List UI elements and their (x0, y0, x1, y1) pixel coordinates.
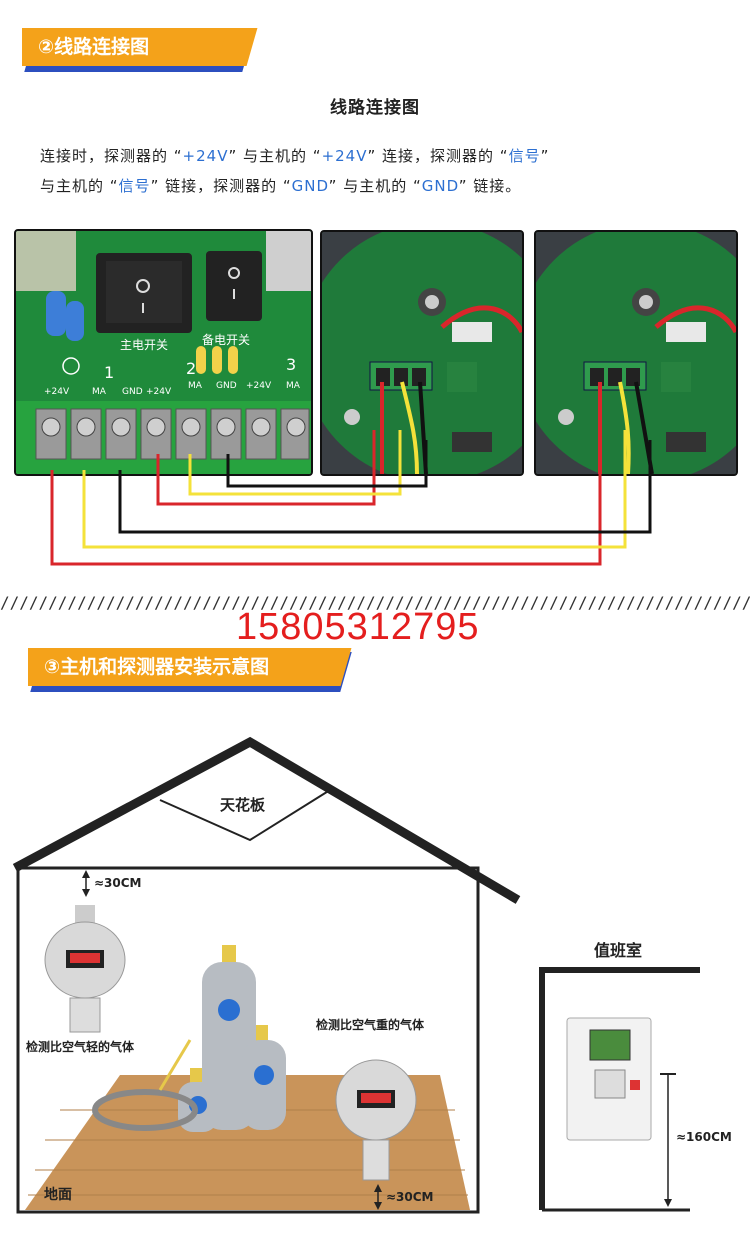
light-gas-label: 检测比空气轻的气体 (26, 1040, 135, 1054)
section-banner-text: ③主机和探测器安装示意图 (44, 656, 270, 678)
duty-room-label: 值班室 (594, 941, 643, 960)
terminal-label: MA (286, 381, 300, 391)
house-walls (16, 866, 480, 1214)
wiring-instructions-line2: 与主机的 “信号” 链接，探测器的 “GND” 与主机的 “GND” 链接。 (40, 177, 522, 195)
terminal-label: MA (188, 381, 202, 391)
detector-board-illustration (536, 232, 736, 474)
wire-yellow-detector2 (82, 430, 627, 549)
host-height-label: ≈160CM (676, 1130, 732, 1144)
wire-black-detector2 (118, 440, 652, 534)
gas-cylinders-illustration (92, 945, 286, 1132)
ceiling-label: 天花板 (220, 796, 266, 814)
phone-number: 15805312795 (236, 606, 480, 648)
detector-board-illustration (322, 232, 522, 474)
wiring-instructions-line1: 连接时，探测器的 “+24V” 与主机的 “+24V” 连接，探测器的 “信号” (40, 147, 550, 165)
floor-gap-label: ≈30CM (386, 1190, 434, 1204)
channel-number-1: 1 (104, 363, 115, 382)
wiring-lines (50, 430, 652, 566)
roof-outline (12, 736, 521, 904)
terminal-label: +24V (146, 387, 172, 397)
ceiling-truss (159, 789, 331, 842)
floor-label: 地面 (44, 1187, 72, 1203)
terminal-label: GND (216, 381, 237, 391)
controller-board-illustration (16, 231, 311, 474)
backup-switch-label: 备电开关 (202, 333, 251, 347)
detector-heavy-gas-illustration (335, 1059, 417, 1181)
terminal-label: MA (92, 387, 106, 397)
section-banner-text: ②线路连接图 (38, 36, 150, 58)
main-switch-label: 主电开关 (120, 338, 169, 352)
duty-room-outline (539, 967, 700, 1210)
wire-black-detector1 (226, 440, 428, 488)
wire-yellow-detector1 (188, 430, 402, 496)
heavy-gas-label: 检测比空气重的气体 (316, 1018, 425, 1032)
detector-board-photo-1 (320, 230, 524, 476)
terminal-label: GND (122, 387, 143, 397)
channel-number-2: 2 (186, 359, 197, 378)
controller-board-photo: 主电开关 备电开关 1 2 3 +24V MA GND +24V MA GND … (14, 229, 313, 476)
detector-light-gas-illustration (44, 905, 126, 1033)
section-divider: ////////////////////////////////////////… (0, 594, 750, 612)
wiring-title: 线路连接图 (330, 98, 420, 118)
wire-red-detector1 (156, 430, 376, 506)
controller-host-illustration (566, 1017, 652, 1141)
terminal-label: +24V (44, 387, 70, 397)
channel-number-3: 3 (286, 355, 297, 374)
detector-board-photo-2 (534, 230, 738, 476)
ceiling-gap-label: ≈30CM (94, 876, 142, 890)
wire-red-detector2 (50, 430, 602, 566)
terminal-label: +24V (246, 381, 272, 391)
